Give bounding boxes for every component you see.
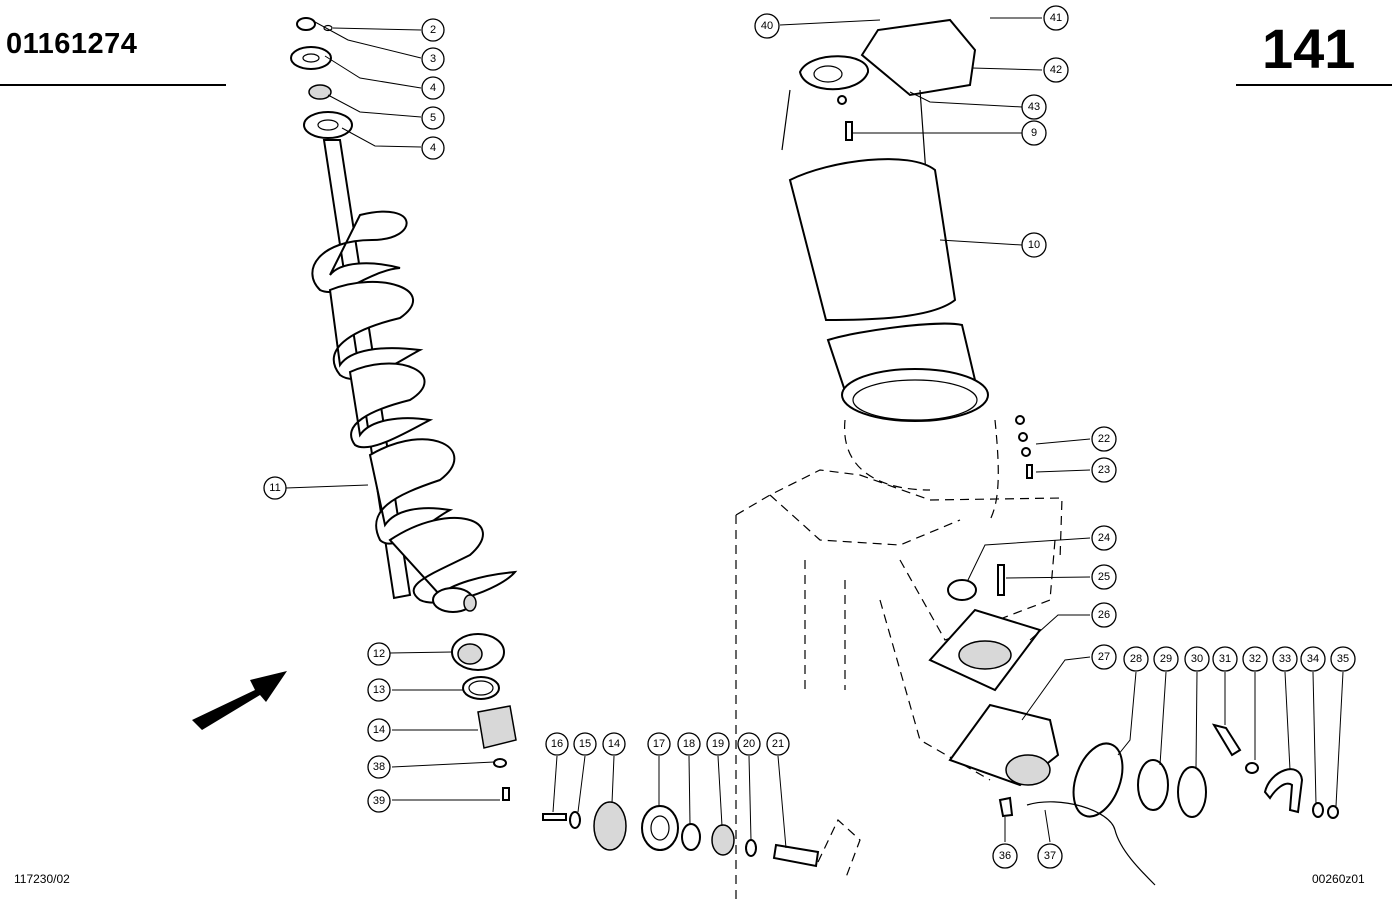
- callout-30: 30: [1184, 646, 1210, 672]
- callout-29-label: 29: [1160, 653, 1172, 665]
- callout-35-label: 35: [1337, 653, 1349, 665]
- callout-18: 18: [677, 732, 701, 756]
- callout-13-label: 13: [373, 684, 385, 696]
- callout-17-label: 17: [653, 738, 665, 750]
- callout-4-lower: 4: [421, 136, 445, 160]
- callout-12-label: 12: [373, 648, 385, 660]
- callout-30-label: 30: [1191, 653, 1203, 665]
- callout-3-label: 3: [430, 53, 436, 65]
- callout-18-label: 18: [683, 738, 695, 750]
- callout-23-label: 23: [1098, 464, 1110, 476]
- callout-19: 19: [706, 732, 730, 756]
- callout-4-lower-label: 4: [430, 142, 436, 154]
- callout-24: 24: [1091, 525, 1117, 551]
- callout-43-label: 43: [1028, 101, 1040, 113]
- drawing-reference: 117230/02: [14, 872, 70, 886]
- callout-25-label: 25: [1098, 571, 1110, 583]
- callout-4-upper-label: 4: [430, 82, 436, 94]
- callout-16: 16: [545, 732, 569, 756]
- callout-21-label: 21: [772, 738, 784, 750]
- callout-10: 10: [1021, 232, 1047, 258]
- callout-38: 38: [367, 755, 391, 779]
- callout-38-label: 38: [373, 761, 385, 773]
- callout-19-label: 19: [712, 738, 724, 750]
- callout-24-label: 24: [1098, 532, 1110, 544]
- callout-35: 35: [1330, 646, 1356, 672]
- callout-20-label: 20: [743, 738, 755, 750]
- drive-parts-drawing: [542, 801, 861, 881]
- leader-lines: [285, 17, 1344, 849]
- page-number-underline: [1236, 84, 1392, 86]
- callout-34: 34: [1300, 646, 1326, 672]
- callout-40: 40: [754, 13, 780, 39]
- callout-43: 43: [1021, 94, 1047, 120]
- callout-33-label: 33: [1279, 653, 1291, 665]
- callout-41: 41: [1043, 5, 1069, 31]
- callout-5: 5: [421, 106, 445, 130]
- callout-27: 27: [1091, 644, 1117, 670]
- callout-14-left: 14: [367, 718, 391, 742]
- callout-27-label: 27: [1098, 651, 1110, 663]
- callout-14-right-label: 14: [608, 738, 620, 750]
- callout-11-label: 11: [269, 482, 280, 494]
- callout-16-label: 16: [551, 738, 563, 750]
- auger-shaft-drawing: [192, 17, 518, 801]
- callout-32-label: 32: [1249, 653, 1261, 665]
- callout-39: 39: [367, 789, 391, 813]
- callout-4-upper: 4: [421, 76, 445, 100]
- callout-28-label: 28: [1130, 653, 1142, 665]
- callout-22-label: 22: [1098, 433, 1110, 445]
- callout-21: 21: [766, 732, 790, 756]
- callout-2: 2: [421, 18, 445, 42]
- callout-11: 11: [263, 476, 287, 500]
- callout-42: 42: [1043, 57, 1069, 83]
- callout-10-label: 10: [1028, 239, 1040, 251]
- callout-33: 33: [1272, 646, 1298, 672]
- callout-15-label: 15: [579, 738, 591, 750]
- callout-14-left-label: 14: [373, 724, 385, 736]
- callout-34-label: 34: [1307, 653, 1319, 665]
- callout-2-label: 2: [430, 24, 436, 36]
- part-number-underline: [0, 84, 226, 86]
- callout-42-label: 42: [1050, 64, 1062, 76]
- callout-20: 20: [737, 732, 761, 756]
- callout-28: 28: [1123, 646, 1149, 672]
- callout-15: 15: [573, 732, 597, 756]
- callout-41-label: 41: [1050, 12, 1062, 24]
- callout-39-label: 39: [373, 795, 385, 807]
- callout-40-label: 40: [761, 20, 773, 32]
- callout-36: 36: [992, 843, 1018, 869]
- callout-22: 22: [1091, 426, 1117, 452]
- page-number: 141: [1262, 17, 1356, 80]
- callout-26-label: 26: [1098, 609, 1110, 621]
- callout-17: 17: [647, 732, 671, 756]
- callout-14-right: 14: [602, 732, 626, 756]
- callout-37: 37: [1037, 843, 1063, 869]
- callout-32: 32: [1242, 646, 1268, 672]
- tube-assembly-drawing: [735, 18, 1339, 900]
- part-number: 01161274: [6, 28, 138, 60]
- callout-3: 3: [421, 47, 445, 71]
- callout-36-label: 36: [999, 850, 1011, 862]
- callout-23: 23: [1091, 457, 1117, 483]
- callout-25: 25: [1091, 564, 1117, 590]
- callout-12: 12: [367, 642, 391, 666]
- image-reference: 00260z01: [1312, 872, 1365, 886]
- callout-37-label: 37: [1044, 850, 1056, 862]
- callout-26: 26: [1091, 602, 1117, 628]
- callout-13: 13: [367, 678, 391, 702]
- callout-31-label: 31: [1219, 653, 1231, 665]
- callout-9-label: 9: [1031, 127, 1037, 139]
- callout-9: 9: [1021, 120, 1047, 146]
- callout-31: 31: [1212, 646, 1238, 672]
- callout-29: 29: [1153, 646, 1179, 672]
- callout-5-label: 5: [430, 112, 436, 124]
